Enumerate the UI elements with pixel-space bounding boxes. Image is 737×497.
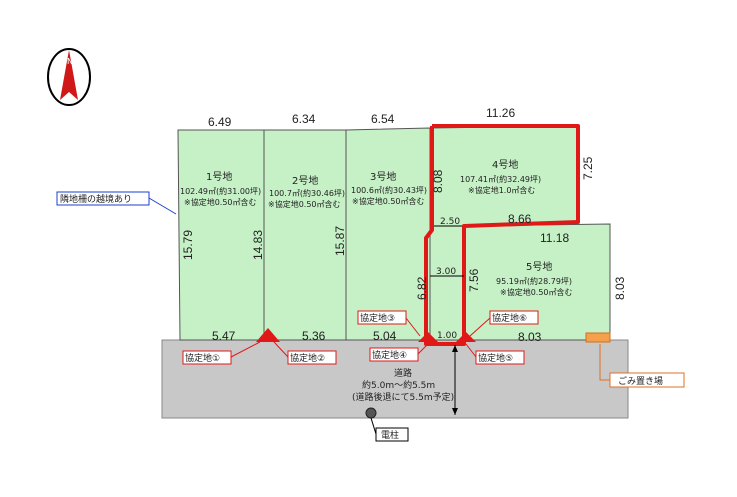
garbage-label: ごみ置き場 [618,375,663,387]
lot-3-note: ※協定地0.50㎡含む [352,196,425,206]
agreement-3-label: 協定地③ [360,312,395,324]
lot-2-note: ※協定地0.50㎡含む [268,199,341,209]
agreement-triangle-1-2 [256,328,280,342]
dim-side-15-79: 15.79 [181,230,195,260]
dim-side-15-87: 15.87 [333,226,347,256]
dim-bottom-1: 5.47 [212,329,236,343]
compass-north-label: N [67,57,73,66]
lot-2-name: 2号地 [292,174,318,187]
lot-5-name: 5号地 [526,260,552,273]
lot-2-area: 100.7㎡(約30.46坪) [269,188,345,198]
pole-label: 電柱 [381,429,399,441]
lot-4-note: ※協定地1.0㎡含む [468,185,535,195]
agreement-6-label: 協定地⑥ [492,312,527,324]
dim-top-3: 6.54 [371,112,395,126]
agreement-triangle-5-6 [456,332,476,342]
garbage-area [585,332,611,343]
neighbor-fence-label: 隣地柵の越境あり [60,193,132,205]
dim-3-00: 3.00 [436,267,456,277]
lot-5-area: 95.19㎡(約28.79坪) [496,276,572,286]
north-arrow-icon [60,50,78,100]
road-label-2: 約5.0m～約5.5m [362,379,435,391]
lot-4-highlight [424,124,580,346]
lot-3-name: 3号地 [370,170,396,183]
agreement-4-label: 協定地④ [372,349,407,361]
dim-side-7-56: 7.56 [467,268,481,292]
dim-top-2: 6.34 [292,112,316,126]
lot-4-name: 4号地 [492,158,518,171]
agreement-5-label: 協定地⑤ [478,352,513,364]
dim-top-4: 11.26 [486,106,515,120]
dim-bottom-2: 5.36 [302,329,326,343]
dim-bottom-5: 8.03 [518,330,542,344]
lot-5-note: ※協定地0.50㎡含む [500,287,573,297]
dim-side-8-08: 8.08 [431,169,445,193]
lot-1-area: 102.49㎡(約31.00坪) [180,186,261,196]
lot-4-area: 107.41㎡(約32.49坪) [460,174,541,184]
dim-bottom-3: 5.04 [373,329,397,343]
dim-8-66: 8.66 [508,212,532,226]
lot-3 [345,127,431,341]
road-label-3: (道路後退にて5.5m予定) [352,391,454,403]
agreement-2-label: 協定地② [290,352,325,364]
agreement-triangle-3-4 [418,332,438,342]
lot-1-note: ※協定地0.50㎡含む [184,197,257,207]
dim-side-8-03: 8.03 [613,276,627,300]
dim-side-7-25: 7.25 [581,156,595,180]
lot-3-area: 100.6㎡(約30.43坪) [351,185,427,195]
lot-1-name: 1号地 [206,170,232,183]
dim-top-1: 6.49 [208,115,232,129]
dim-11-18: 11.18 [540,231,569,245]
agreement-1-label: 協定地① [185,352,220,364]
dim-1-00: 1.00 [437,331,457,341]
utility-pole-icon [365,407,377,419]
dim-side-14-83: 14.83 [251,230,265,260]
dim-2-50: 2.50 [440,217,460,227]
dim-side-6-82: 6.82 [415,276,429,300]
road-label-1: 道路 [394,367,412,379]
